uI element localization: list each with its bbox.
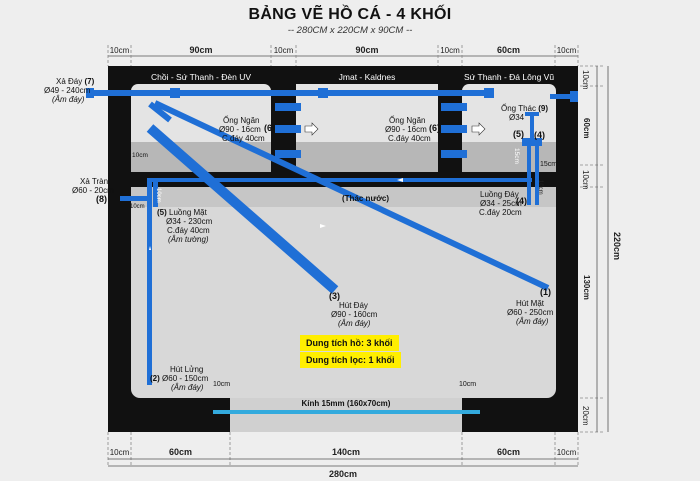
xa-tran-spec: Ø60 - 20cm (72, 186, 114, 195)
pipe-7-drain (90, 90, 490, 96)
dim-right-20: 20cm (581, 406, 590, 426)
divider-pipes (170, 88, 494, 158)
dim-top-3: 10cm (273, 46, 294, 55)
sump-2-label: Jmat - Kaldnes (338, 72, 396, 82)
hut-day-note: (Âm đáy) (338, 319, 371, 328)
pipe-diag-short (148, 101, 172, 123)
sump-2-water (296, 142, 438, 172)
hut-lung-title: Hút Lửng (170, 365, 204, 374)
dim-bottom-5: 10cm (556, 448, 577, 457)
ong-ngan-1-spec: Ø90 - 16cm (219, 125, 261, 134)
dim-10cm-a: 10cm (132, 152, 148, 159)
dim-top-7: 10cm (556, 46, 577, 55)
dim-top-1: 10cm (109, 46, 130, 55)
pipe-3-bottom-suction (146, 124, 339, 294)
ong-ngan-1-num: (6) (264, 123, 275, 133)
hut-lung-note: (Âm đáy) (171, 383, 204, 392)
pipe-4-flow (527, 145, 531, 205)
dim-10cm-d: 10cm (537, 180, 543, 195)
bottom-dimension-lines (107, 432, 579, 467)
dim-right-10a: 10cm (581, 70, 590, 90)
dim-right-total: 220cm (612, 232, 622, 261)
kinh-dim-left: 10cm (213, 381, 231, 388)
pipes (86, 88, 578, 385)
luong-mat-spec: Ø34 - 230cm (166, 217, 213, 226)
hut-lung-spec: (2) Ø60 - 150cm (150, 374, 209, 383)
hut-mat-note: (Âm đáy) (516, 317, 549, 326)
pipe-8-overflow (120, 196, 150, 201)
label-n4: (4) (534, 130, 545, 140)
luong-mat-note: C.đáy 40cm (167, 226, 210, 235)
dim-15cm-b: 15cm (513, 148, 520, 164)
dim-bottom-4: 60cm (496, 447, 521, 457)
ong-ngan-2-spec: Ø90 - 16cm (385, 125, 427, 134)
ong-thac-spec: Ø34 (509, 113, 525, 122)
diagonal-pipes (146, 100, 550, 294)
kinh-label: Kính 15mm (160x70cm) (301, 399, 391, 408)
dim-bottom-total: 280cm (328, 469, 358, 479)
xa-day-note: (Âm đáy) (52, 95, 85, 104)
ong-ngan-2-title: Ống Ngăn (389, 116, 426, 125)
ong-ngan-1-title: Ống Ngăn (223, 116, 260, 125)
dim-bottom-2: 60cm (168, 447, 193, 457)
dim-10cm-b: 10cm (155, 188, 161, 203)
xa-day-spec: Ø49 - 240cm (44, 86, 91, 95)
sump-3-label: Sứ Thanh - Đá Lông Vũ (463, 72, 555, 82)
dim-right-10b: 10cm (581, 170, 590, 190)
pipe-2-mid (147, 182, 152, 382)
hut-day-spec: Ø90 - 160cm (331, 310, 378, 319)
dim-15cm-a: 15cm (540, 161, 558, 168)
sump-3-water (462, 142, 556, 172)
kinh-dim-right: 10cm (459, 381, 477, 388)
diagram-title: BẢNG VẼ HỒ CÁ - 4 KHỐI (248, 6, 452, 23)
diagram-subtitle: -- 280CM x 220CM x 90CM -- (287, 25, 413, 36)
dim-right-130: 130cm (582, 275, 591, 300)
luong-day-note: C.đáy 20cm (479, 208, 522, 217)
ong-thac-title: Ống Thác (9) (501, 104, 548, 113)
sump-1-label: Chồi - Sứ Thanh - Đèn UV (150, 72, 252, 82)
pipe-1-surface-suction (153, 100, 550, 291)
dim-top-2: 90cm (189, 45, 213, 55)
dim-top-5: 10cm (440, 46, 460, 55)
hut-mat-title: Hút Mặt (516, 299, 545, 308)
hut-mat-num: (1) (540, 287, 551, 297)
pond-capacity-badge: Dung tích hồ: 3 khối (300, 335, 399, 351)
right-dimension-lines (580, 65, 609, 433)
dim-top-4: 90cm (355, 45, 379, 55)
hut-day-title: Hút Đáy (339, 301, 368, 310)
luong-mat-wall: (Âm tường) (168, 235, 209, 244)
dim-10cm-c: 10cm (130, 204, 145, 210)
luong-day-num: (4) (516, 196, 527, 206)
ong-ngan-1-note: C.đáy 40cm (222, 134, 265, 143)
dim-top-6: 60cm (496, 45, 521, 55)
top-dimension-lines (107, 45, 579, 66)
filter-capacity-badge: Dung tích lọc: 1 khối (300, 352, 401, 368)
dim-right-60: 60cm (582, 118, 591, 139)
luong-day-spec: Ø34 - 25cm (480, 199, 522, 208)
dim-bottom-3: 140cm (331, 447, 361, 457)
flow-arrows (304, 122, 486, 136)
pipe-flow-marks (149, 178, 403, 250)
glass-strip (213, 410, 480, 414)
main-tank-label: (Thác nước) (342, 194, 390, 203)
dim-bottom-1: 10cm (109, 448, 130, 457)
hut-day-num: (3) (329, 291, 340, 301)
label-n5: (5) (513, 129, 524, 139)
ong-ngan-2-note: C.đáy 40cm (388, 134, 431, 143)
xa-day-title: Xả Đáy (7) (56, 77, 95, 86)
luong-mat-title: (5) Luồng Mặt (157, 208, 207, 217)
luong-day-title: Luồng Đáy (480, 190, 519, 199)
glass-window-area (230, 398, 462, 432)
hut-mat-spec: Ø60 - 250cm (507, 308, 554, 317)
xa-tran-title: Xả Tràn (80, 177, 109, 186)
ong-ngan-2-num: (6) (429, 123, 440, 133)
xa-tran-num: (8) (96, 194, 107, 204)
